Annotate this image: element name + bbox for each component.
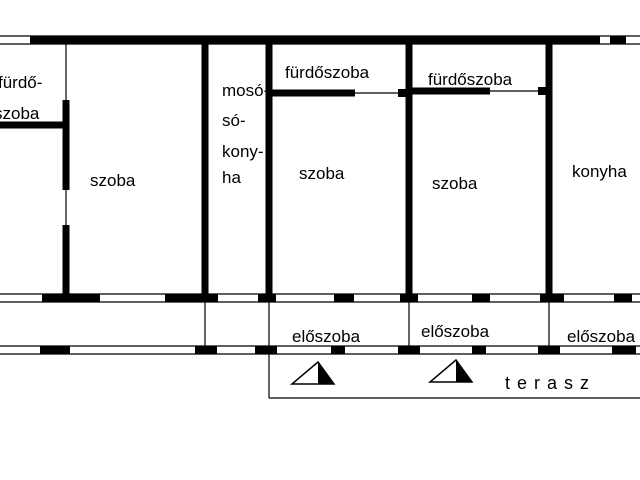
room-label-hall-3: előszoba [567, 327, 636, 346]
left-bathroom-walls [0, 44, 70, 298]
terrace-outline [268, 354, 640, 399]
room-label-kitchen: konyha [572, 162, 627, 181]
middle-facade-wall [0, 293, 640, 303]
room-label-hall-1: előszoba [292, 327, 361, 346]
stair-icon [427, 358, 474, 383]
stair-icon [289, 360, 336, 385]
room-label-terrace: terasz [505, 373, 596, 393]
room-label-laundry-kitchen: mosó- [222, 81, 269, 100]
room-label-bathroom-2: fürdőszoba [285, 63, 370, 82]
room-label-hall-2: előszoba [421, 322, 490, 341]
room-label-room-1: szoba [90, 171, 136, 190]
room-label-bathroom-3: fürdőszoba [428, 70, 513, 89]
top-exterior-wall [0, 35, 640, 45]
room-label-bathroom-left: fürdő- [0, 73, 42, 92]
interior-walls [201, 40, 553, 298]
room-label-room-3: szoba [432, 174, 478, 193]
lower-exterior-wall [0, 345, 640, 355]
room-label-laundry-kitchen: ha [222, 168, 241, 187]
bathroom-partitions [269, 87, 549, 97]
room-label-laundry-kitchen: só- [222, 111, 246, 130]
room-label-bathroom-left: szoba [0, 104, 40, 123]
hall-partitions [204, 302, 550, 346]
room-label-room-2: szoba [299, 164, 345, 183]
room-label-laundry-kitchen: kony- [222, 142, 264, 161]
